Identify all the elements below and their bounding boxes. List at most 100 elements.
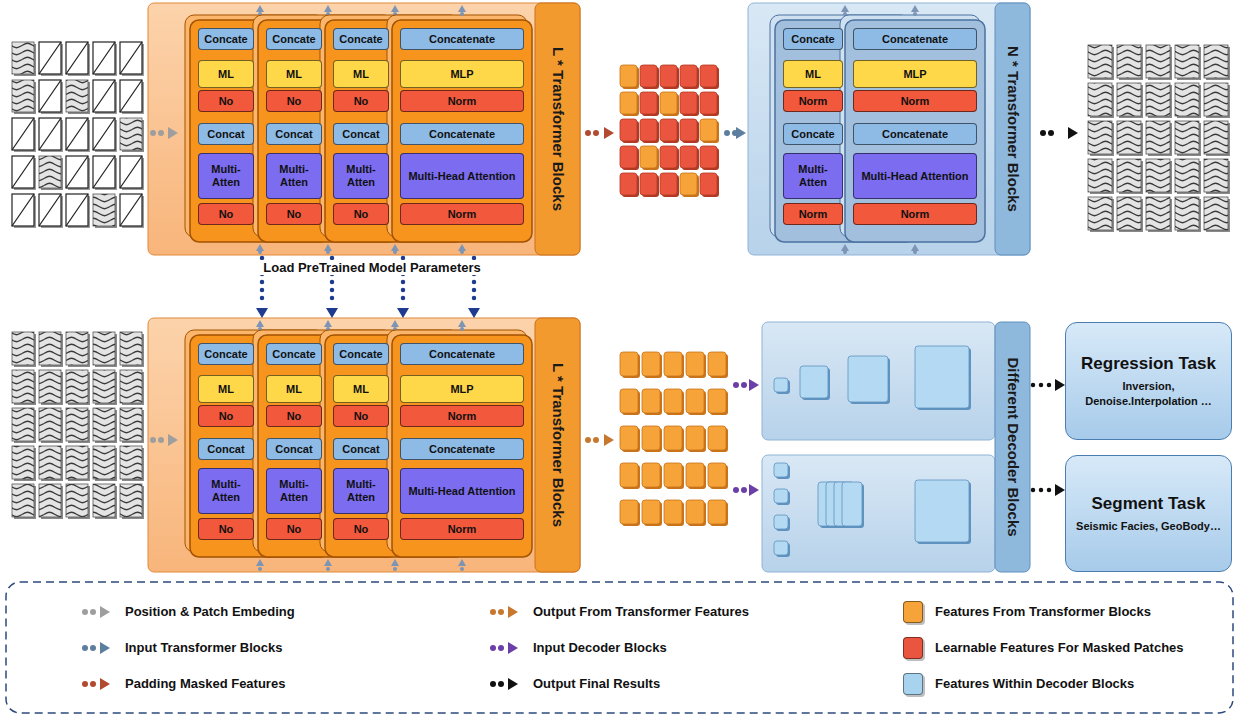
layer-box: Concat <box>198 438 254 460</box>
flow-arrowhead <box>749 379 759 391</box>
feature-cube <box>660 92 677 114</box>
layer-label: Concate <box>791 128 834 141</box>
seismic-patch <box>39 332 61 365</box>
seismic-texture <box>1204 197 1228 230</box>
masked-patch <box>120 80 142 112</box>
feature-cube <box>915 480 969 542</box>
feature-cube <box>664 426 682 450</box>
layer-box: Concat <box>266 123 322 145</box>
legend-label: Output From Transformer Features <box>533 604 749 619</box>
layer-label: ML <box>218 68 234 81</box>
layer-box: No <box>266 518 322 540</box>
feature-cube <box>640 65 657 87</box>
legend-swatch <box>903 637 923 659</box>
flow-arrowhead <box>749 484 759 496</box>
flow-dot <box>150 130 156 136</box>
seismic-texture <box>1088 45 1112 78</box>
layer-box: ML <box>198 60 254 88</box>
masked-patch <box>39 80 61 112</box>
seismic-texture <box>120 408 142 441</box>
feature-cube <box>640 119 657 141</box>
feature-cube <box>642 389 660 413</box>
flow-arrowhead <box>324 320 332 327</box>
feature-cube <box>620 389 638 413</box>
transformer-block <box>392 20 532 242</box>
masked-patch <box>66 42 88 74</box>
layer-box: Concatenate <box>400 123 524 145</box>
flow-arrowhead <box>168 434 178 446</box>
flow-arrowhead <box>841 5 849 12</box>
feature-cube <box>680 92 697 114</box>
masked-patch <box>93 156 115 188</box>
layer-label: No <box>219 523 234 536</box>
layer-label: Concatenate <box>429 348 495 361</box>
layer-label: MLP <box>450 383 473 396</box>
flow-dot <box>460 567 464 571</box>
mask-diagonal <box>39 194 61 226</box>
layer-box: No <box>198 203 254 225</box>
feature-cube <box>708 389 726 413</box>
feature-cube <box>680 119 697 141</box>
flow-dot <box>593 130 599 136</box>
legend-label: Features Within Decoder Blocks <box>935 676 1134 691</box>
masked-patch <box>12 194 34 226</box>
layer-box: MLP <box>400 375 524 403</box>
flow-dot <box>1040 130 1046 136</box>
layer-label: No <box>354 523 369 536</box>
layer-box: Norm <box>400 405 524 427</box>
flow-dot <box>741 487 747 493</box>
flow-arrowhead <box>458 5 466 12</box>
feature-cube <box>664 352 682 376</box>
mask-diagonal <box>12 118 34 150</box>
seismic-patch <box>120 118 142 150</box>
layer-box: No <box>266 90 322 112</box>
seismic-patch <box>1117 121 1141 154</box>
seismic-patch <box>1088 83 1112 116</box>
feature-cube <box>774 378 788 392</box>
layer-box: Norm <box>853 203 977 225</box>
feature-cube <box>686 389 704 413</box>
mask-diagonal <box>66 42 88 74</box>
seismic-texture <box>1146 121 1170 154</box>
feature-cube <box>660 173 677 195</box>
feature-cube <box>680 173 697 195</box>
seismic-patch <box>1146 45 1170 78</box>
legend-label: Padding Masked Features <box>125 676 285 691</box>
layer-label: Concatenate <box>429 128 495 141</box>
group-label: L * Transformer Blocks <box>549 363 566 527</box>
mask-diagonal <box>120 42 142 74</box>
layer-box: Multi- Atten <box>198 468 254 514</box>
feature-cube <box>708 352 726 376</box>
flow-dot <box>733 487 739 493</box>
legend-swatch <box>903 673 923 695</box>
block-back-layer <box>840 15 980 237</box>
flow-arrowhead <box>508 606 518 618</box>
masked-patch <box>120 156 142 188</box>
group-label: N * Transformer Blocks <box>1004 46 1021 212</box>
flow-arrowhead <box>256 320 264 327</box>
feature-cube <box>620 352 638 376</box>
masked-patch <box>12 156 34 188</box>
layer-label: Multi- Atten <box>337 163 385 188</box>
layer-label: Concatenate <box>429 33 495 46</box>
seismic-texture <box>1117 83 1141 116</box>
seismic-texture <box>1088 197 1112 230</box>
layer-box: Concat <box>198 123 254 145</box>
layer-label: Concate <box>272 348 315 361</box>
encoder-panel <box>148 318 580 572</box>
block-group: L * Transformer BlocksConcateMLNoConcatM… <box>148 3 580 255</box>
masked-patch <box>66 194 88 226</box>
seismic-patch <box>39 408 61 441</box>
decoder-panel <box>748 3 1030 255</box>
flow-dot <box>258 567 262 571</box>
seismic-texture <box>39 408 61 441</box>
flow-arrowhead <box>508 642 518 654</box>
flow-dot <box>490 681 496 687</box>
legend-label: Input Transformer Blocks <box>125 640 282 655</box>
layer-box: Concat <box>333 438 389 460</box>
layer-label: Concat <box>342 443 379 456</box>
seismic-patch <box>1088 45 1112 78</box>
seismic-texture <box>39 370 61 403</box>
flow-arrowhead <box>324 559 332 566</box>
legend-label: Position & Patch Embeding <box>125 604 295 619</box>
